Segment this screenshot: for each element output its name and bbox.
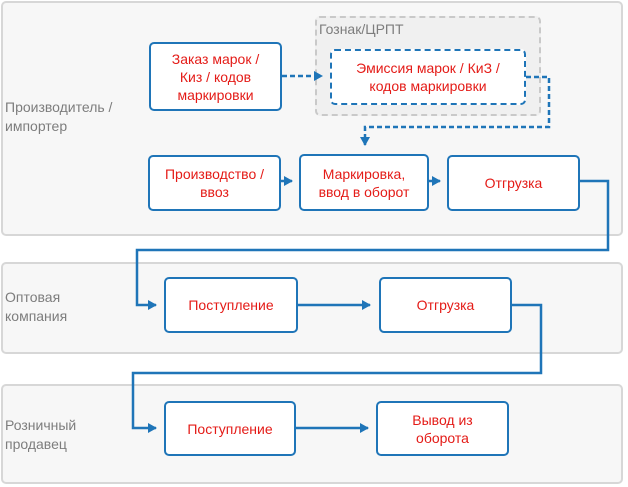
- lane-label-manufacturer: Производитель / импортер: [5, 99, 113, 134]
- step-receipt-wholesale: Поступление: [164, 277, 298, 333]
- lane-label-retail: Розничный продавец: [5, 417, 77, 452]
- arrow-shipment-to-wholesale-receipt: [135, 179, 610, 310]
- step-marking-circulation: Маркировка, ввод в оборот: [299, 154, 429, 211]
- arrow-emission-to-marking: [360, 75, 551, 146]
- lane-retail: [1, 384, 623, 484]
- step-code-emission: Эмиссия марок / КиЗ / кодов маркировки: [330, 49, 526, 105]
- step-shipment-wholesale: Отгрузка: [379, 277, 512, 333]
- goznak-crpt-label: Гознак/ЦРПТ: [319, 21, 404, 37]
- lane-label-wholesale: Оптовая компания: [5, 289, 68, 324]
- step-receipt-retail: Поступление: [164, 401, 296, 456]
- step-shipment-manufacturer: Отгрузка: [447, 155, 580, 211]
- arrow-shipment-to-retail-receipt: [131, 303, 543, 433]
- step-production-import: Производство / ввоз: [148, 155, 281, 211]
- step-withdrawal: Вывод из оборота: [376, 401, 509, 456]
- step-order-codes: Заказ марок / Киз / кодов маркировки: [149, 42, 282, 111]
- lane-wholesale: [1, 262, 623, 354]
